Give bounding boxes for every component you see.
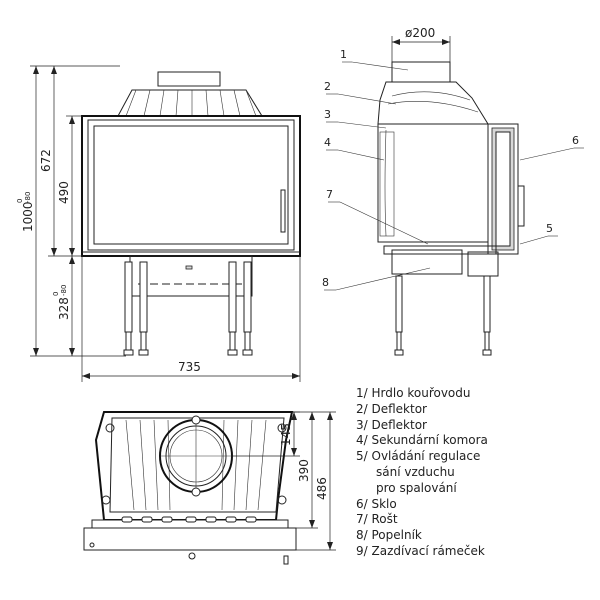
dim-672-value: 672 [39, 149, 53, 172]
legend-item-6: 6/ Sklo [356, 496, 397, 511]
front-hood-ribs [125, 89, 257, 117]
front-glass [93, 125, 289, 245]
top-ribs [125, 419, 267, 511]
top-flue-circle [159, 415, 233, 497]
dim-leg-tol-top: 0 [52, 292, 60, 296]
side-ashpan [391, 249, 463, 275]
front-legs [123, 261, 253, 356]
dim-390-value: 390 [297, 459, 311, 482]
callout-2: 2 [324, 80, 331, 93]
dim-height-490: 490 [57, 115, 82, 256]
callout-7: 7 [326, 188, 333, 201]
dim-flue-diameter-value: ø200 [405, 26, 435, 40]
dim-width-value: 735 [178, 360, 201, 374]
callout-1: 1 [340, 48, 347, 61]
top-vents [121, 516, 257, 523]
dim-leg-height: 328 0 -80 [52, 256, 75, 356]
legend-item-2: 2/ Deflektor [356, 401, 427, 416]
side-body [377, 123, 489, 243]
legend-item-1: 1/ Hrdlo kouřovodu [356, 386, 471, 400]
legend-item-5-cont-1: sání vzduchu [376, 464, 455, 479]
callout-8: 8 [322, 276, 329, 289]
callout-3: 3 [324, 108, 331, 121]
side-legs [394, 275, 492, 356]
top-view: 145 390 486 [83, 411, 336, 565]
side-flue-collar [391, 61, 451, 83]
dim-leg-tol-bottom: -80 [60, 285, 68, 296]
dim-490-value: 490 [57, 181, 71, 204]
legend-item-8: 8/ Popelník [356, 528, 422, 543]
dim-leg-height-value: 328 [57, 297, 71, 320]
dim-total-height: 1000 0 -80 [16, 65, 126, 357]
legend-item-5: 5/ Ovládání regulace [356, 449, 481, 464]
callout-6: 6 [572, 134, 579, 147]
parts-legend: 1/ Hrdlo kouřovodu 2/ Deflektor 3/ Defle… [356, 386, 596, 560]
dim-top-145: 145 [232, 411, 300, 457]
dim-top-390: 390 [288, 411, 336, 529]
dim-total-height-value: 1000 [21, 201, 35, 232]
top-frame [83, 527, 297, 551]
front-handle [280, 189, 286, 233]
front-outer-frame [81, 115, 301, 257]
side-callouts: 1 2 3 4 6 7 5 8 [322, 48, 584, 291]
legend-item-9: 9/ Zazdívací rámeček [356, 543, 485, 558]
dim-top-486: 486 [296, 412, 336, 551]
front-view: 1000 0 -80 672 490 328 0 -80 [16, 65, 301, 382]
callout-4: 4 [324, 136, 331, 149]
front-hood [117, 89, 263, 117]
legend-item-4: 4/ Sekundární komora [356, 433, 488, 448]
top-body [94, 411, 294, 521]
side-view: ø200 [322, 26, 584, 356]
legend-item-3: 3/ Deflektor [356, 417, 427, 432]
front-flue-collar [157, 71, 221, 87]
dim-total-height-tol-top: 0 [16, 199, 24, 203]
dim-flue-diameter: ø200 [391, 26, 451, 64]
dim-486-value: 486 [315, 477, 329, 500]
dim-width: 735 [81, 256, 301, 382]
legend-item-5-cont-2: pro spalování [376, 480, 457, 495]
callout-5: 5 [546, 222, 553, 235]
side-handle [517, 185, 525, 227]
dim-145-value: 145 [279, 423, 293, 446]
dim-height-672: 672 [39, 66, 82, 257]
legend-item-7: 7/ Rošt [356, 512, 398, 527]
dim-total-height-tol-bottom: -80 [24, 192, 32, 203]
